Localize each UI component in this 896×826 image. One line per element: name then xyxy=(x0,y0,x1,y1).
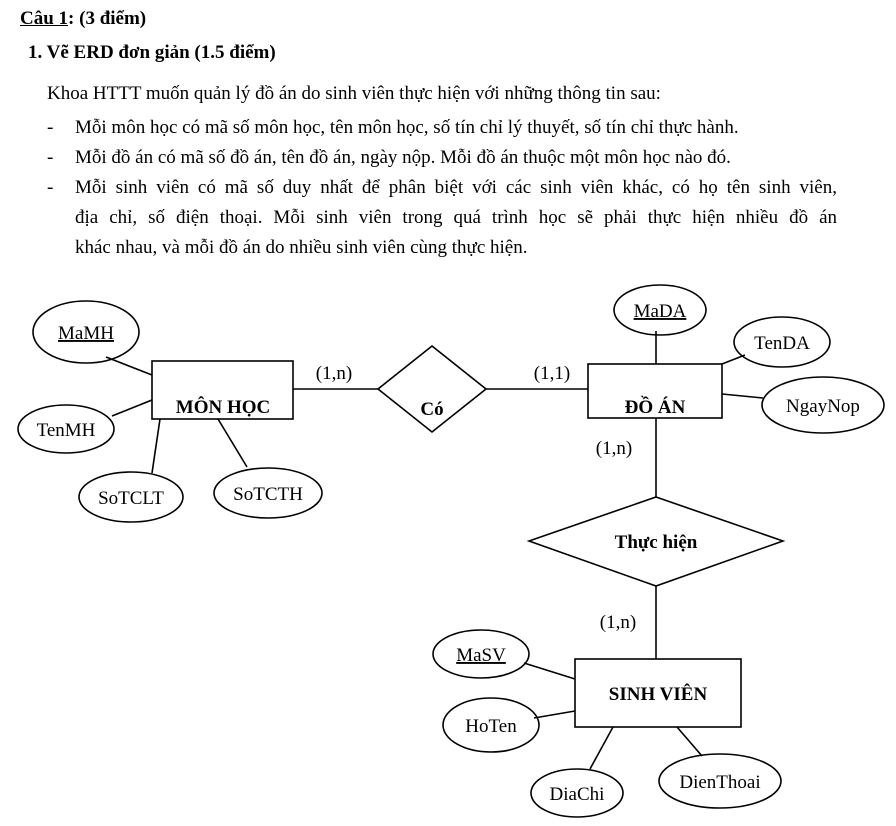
attribute-ellipse-dienthoai xyxy=(658,753,782,809)
attribute-ellipse-diachi xyxy=(530,768,624,818)
connector-line xyxy=(676,726,703,757)
attribute-label-tenmh: TenMH xyxy=(37,420,96,441)
attribute-label-hoten: HoTen xyxy=(465,716,517,737)
question-heading: Câu 1: (3 điểm) xyxy=(20,8,146,30)
list-item: - Mỗi đồ án có mã số đồ án, tên đồ án, n… xyxy=(47,143,837,173)
question-points: : (3 điểm) xyxy=(68,8,147,29)
connector-line xyxy=(217,418,248,468)
connector-line xyxy=(523,662,576,680)
attribute-label-ngaynop: NgayNop xyxy=(786,396,860,417)
entity-label-doan: ĐỒ ÁN xyxy=(625,396,686,418)
connector-line xyxy=(151,418,161,474)
attribute-ellipse-mamh xyxy=(32,300,140,364)
bullet-text: Mỗi sinh viên có mã số duy nhất để phân … xyxy=(75,177,837,198)
part-title: 1. Vẽ ERD đơn giản (1.5 điểm) xyxy=(28,42,276,63)
entity-label-sinhvien: SINH VIÊN xyxy=(609,683,708,705)
entity-box-monhoc xyxy=(151,360,294,420)
list-item: - Mỗi sinh viên có mã số duy nhất để phâ… xyxy=(47,173,837,263)
relationship-diamond-thuchien xyxy=(526,496,786,587)
bullet-dash: - xyxy=(47,147,54,168)
entity-box-doan xyxy=(587,363,723,419)
attribute-ellipse-masv xyxy=(432,629,530,679)
question-label: Câu 1 xyxy=(20,8,69,29)
attribute-ellipse-ngaynop xyxy=(761,376,885,434)
requirement-list: - Mỗi môn học có mã số môn học, tên môn … xyxy=(47,113,837,263)
connector-line xyxy=(111,399,153,417)
connector-line xyxy=(721,354,746,365)
attribute-ellipse-mada xyxy=(613,284,707,336)
attribute-label-mada: MaDA xyxy=(634,301,687,322)
bullet-text: Mỗi đồ án có mã số đồ án, tên đồ án, ngà… xyxy=(75,147,731,168)
attribute-ellipse-hoten xyxy=(442,697,540,753)
attribute-label-masv: MaSV xyxy=(456,645,506,666)
relationship-label-thuchien: Thực hiện xyxy=(615,532,698,553)
attribute-label-diachi: DiaChi xyxy=(550,784,605,805)
attribute-ellipse-sotcth xyxy=(213,467,323,519)
intro-text: Khoa HTTT muốn quản lý đồ án do sinh viê… xyxy=(47,83,661,104)
attribute-label-tenda: TenDA xyxy=(754,333,810,354)
attribute-label-sotcth: SoTCTH xyxy=(233,484,303,505)
entity-label-monhoc: MÔN HỌC xyxy=(176,396,270,418)
attribute-label-mamh: MaMH xyxy=(58,323,114,344)
bullet-text: khác nhau, và mỗi đồ án do nhiều sinh vi… xyxy=(75,237,528,258)
cardinality-doan-thuchien: (1,n) xyxy=(596,438,632,459)
bullet-text: địa chỉ, số điện thoại. Mỗi sinh viên tr… xyxy=(75,207,837,228)
list-item: - Mỗi môn học có mã số môn học, tên môn … xyxy=(47,113,837,143)
bullet-dash: - xyxy=(47,177,54,198)
cardinality-sinhvien-thuchien: (1,n) xyxy=(600,612,636,633)
entity-box-sinhvien xyxy=(574,658,742,728)
bullet-dash: - xyxy=(47,117,54,138)
connector-line xyxy=(533,710,576,719)
attribute-label-dienthoai: DienThoai xyxy=(679,772,760,793)
cardinality-doan-co: (1,1) xyxy=(534,363,570,384)
attribute-ellipse-tenda xyxy=(733,316,831,368)
relationship-diamond-co xyxy=(376,344,488,434)
connector-line xyxy=(589,726,614,770)
attribute-ellipse-sotclt xyxy=(78,471,184,523)
attribute-ellipse-tenmh xyxy=(17,404,115,454)
connector-line xyxy=(105,356,153,376)
cardinality-monhoc-co: (1,n) xyxy=(316,363,352,384)
attribute-label-sotclt: SoTCLT xyxy=(98,488,164,509)
connector-line xyxy=(721,393,764,399)
relationship-label-co: Có xyxy=(420,399,443,420)
bullet-text: Mỗi môn học có mã số môn học, tên môn họ… xyxy=(75,117,739,138)
